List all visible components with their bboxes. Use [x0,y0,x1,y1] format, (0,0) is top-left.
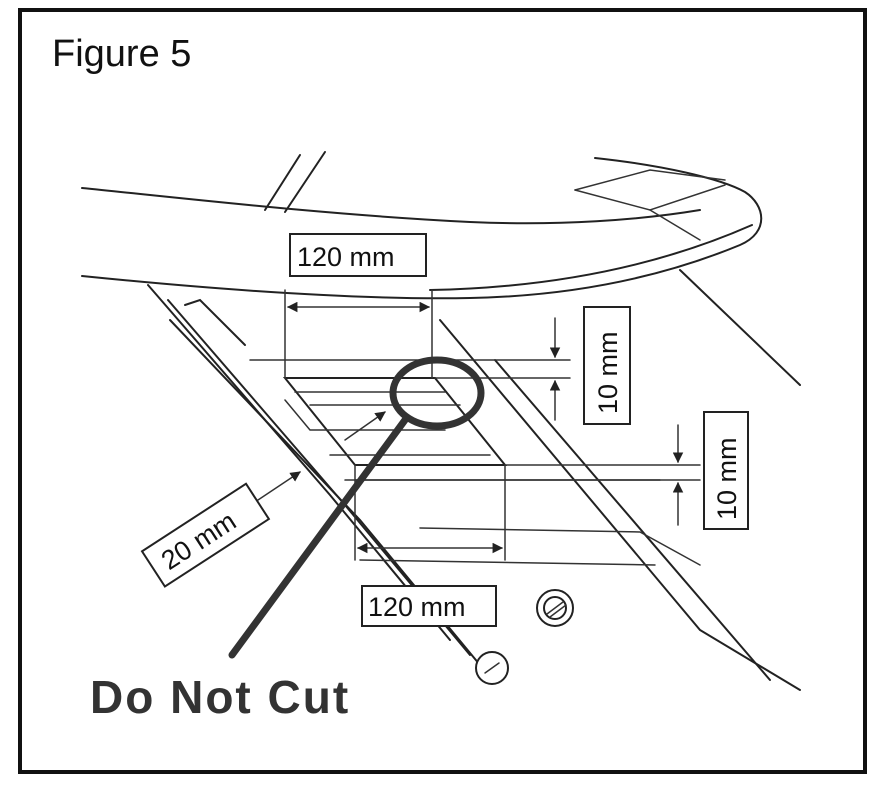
dim-offset: 20 mm [140,411,386,588]
figure-title: Figure 5 [52,33,191,75]
bolt-icon [536,589,574,627]
top-width-label: 120 mm [297,242,395,272]
seat-outline [81,151,801,386]
dim-lower-height: 10 mm [354,411,749,530]
screw-icon [475,651,509,685]
lower-height-label: 10 mm [712,437,742,520]
dim-upper-height: 10 mm [249,306,631,425]
do-not-cut-label: Do Not Cut [90,671,350,723]
dim-top-width: 120 mm [284,233,433,379]
dim-bottom-width: 120 mm [354,464,506,627]
do-not-cut-callout: Do Not Cut [90,356,485,723]
figure-frame [18,8,867,774]
bottom-width-label: 120 mm [368,592,466,622]
upper-height-label: 10 mm [593,331,623,414]
